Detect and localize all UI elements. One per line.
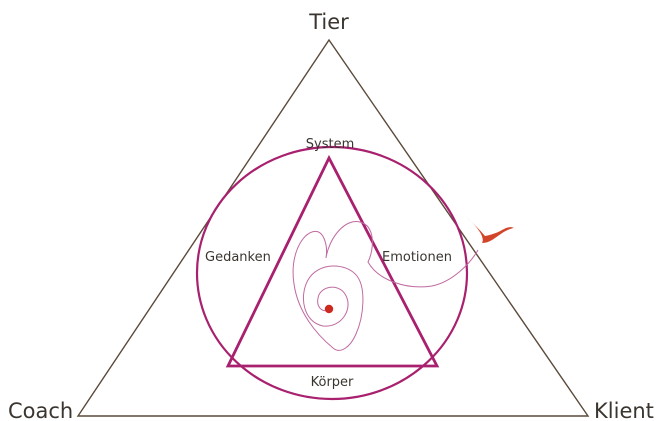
center-dot xyxy=(325,305,333,313)
spiral-path xyxy=(293,221,478,350)
inner-circle xyxy=(197,147,467,399)
label-coach: Coach xyxy=(8,399,73,421)
label-tier: Tier xyxy=(308,10,349,34)
label-emotionen: Emotionen xyxy=(382,250,452,265)
label-system: System xyxy=(306,137,354,152)
label-koerper: Körper xyxy=(311,375,354,390)
bird-icon xyxy=(467,218,514,243)
label-klient: Klient xyxy=(594,399,654,421)
label-gedanken: Gedanken xyxy=(205,250,271,265)
